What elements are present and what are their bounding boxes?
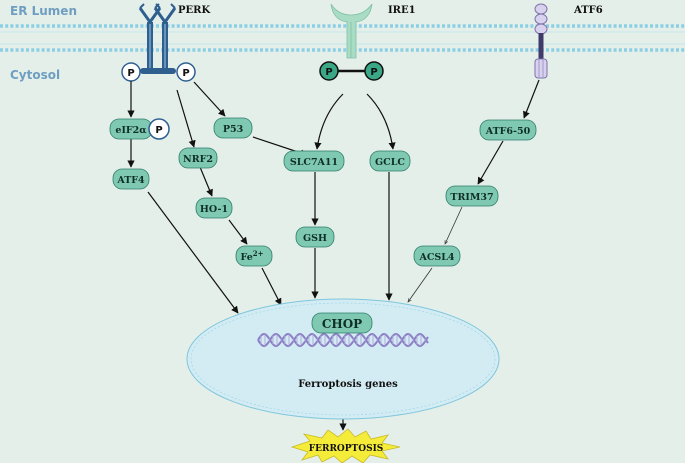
node-trim37: TRIM37 bbox=[445, 185, 499, 207]
eif2a-phosphate: P bbox=[148, 118, 170, 140]
svg-text:P: P bbox=[182, 68, 189, 79]
dna-helix-icon bbox=[257, 332, 429, 348]
node-slc7a11: SLC7A11 bbox=[283, 150, 345, 172]
er-lumen-label: ER Lumen bbox=[10, 4, 77, 18]
node-eif2a: eIF2α bbox=[109, 118, 153, 140]
atf6-label: ATF6 bbox=[573, 5, 603, 16]
node-gclc: GCLC bbox=[369, 150, 411, 172]
svg-text:P: P bbox=[155, 125, 162, 136]
node-ho1: HO-1 bbox=[195, 197, 233, 219]
ferroptosis-burst bbox=[290, 428, 401, 463]
node-gsh: GSH bbox=[295, 226, 335, 248]
atf6-receptor bbox=[534, 3, 548, 79]
arrow-atf6-atf650 bbox=[523, 79, 540, 119]
node-fe2: Fe2+ bbox=[235, 245, 273, 267]
node-p53: P53 bbox=[213, 117, 253, 139]
nucleus bbox=[186, 298, 500, 420]
svg-text:CHOP: CHOP bbox=[322, 317, 362, 331]
svg-text:HO-1: HO-1 bbox=[200, 204, 228, 215]
ire1-receptor bbox=[330, 3, 373, 73]
perk-phosphate-right: P bbox=[176, 62, 196, 82]
ire1-phosphate-right: P bbox=[364, 61, 384, 81]
arrow-fe-chop bbox=[261, 267, 282, 306]
svg-text:NRF2: NRF2 bbox=[183, 154, 213, 165]
svg-text:P53: P53 bbox=[223, 124, 243, 135]
svg-text:ACSL4: ACSL4 bbox=[418, 252, 454, 263]
ire1-phosphate-left: P bbox=[319, 61, 339, 81]
perk-label: PERK bbox=[178, 5, 210, 16]
arrow-ire1-gclc bbox=[366, 93, 396, 150]
node-nrf2: NRF2 bbox=[178, 147, 218, 169]
ferroptosis-label: FERROPTOSIS bbox=[309, 444, 384, 454]
svg-text:ATF4: ATF4 bbox=[116, 175, 145, 186]
arrow-perk-nrf2 bbox=[176, 89, 196, 148]
cytosol-label: Cytosol bbox=[10, 68, 60, 82]
ferroptosis-genes-label: Ferroptosis genes bbox=[298, 379, 398, 390]
svg-text:TRIM37: TRIM37 bbox=[450, 192, 493, 203]
arrow-nrf2-ho1 bbox=[199, 166, 213, 197]
perk-phosphate-left: P bbox=[121, 62, 141, 82]
svg-text:GSH: GSH bbox=[303, 233, 327, 244]
svg-text:P: P bbox=[370, 67, 377, 78]
svg-text:P: P bbox=[127, 68, 134, 79]
arrow-trim37-acsl4 bbox=[444, 206, 463, 244]
svg-text:Fe2+: Fe2+ bbox=[240, 249, 263, 263]
arrow-atf4-chop bbox=[147, 191, 239, 314]
svg-text:ATF6-50: ATF6-50 bbox=[485, 126, 531, 137]
arrow-atf650-trim37 bbox=[477, 140, 504, 185]
node-chop: CHOP bbox=[311, 312, 373, 334]
svg-text:eIF2α: eIF2α bbox=[115, 125, 147, 136]
node-atf4: ATF4 bbox=[112, 168, 150, 190]
arrow-acsl4-chop bbox=[408, 267, 433, 302]
svg-text:GCLC: GCLC bbox=[375, 157, 405, 168]
er-membrane bbox=[0, 24, 685, 52]
svg-text:P: P bbox=[325, 67, 332, 78]
perk-receptor bbox=[138, 3, 177, 74]
ire1-label: IRE1 bbox=[388, 5, 416, 16]
arrow-ire1-slc7a11 bbox=[314, 93, 344, 150]
node-acsl4: ACSL4 bbox=[413, 245, 461, 267]
node-atf6-50: ATF6-50 bbox=[479, 119, 537, 141]
arrow-ho1-fe bbox=[228, 219, 248, 245]
arrow-perk-p53 bbox=[193, 81, 226, 117]
svg-text:SLC7A11: SLC7A11 bbox=[290, 157, 338, 168]
